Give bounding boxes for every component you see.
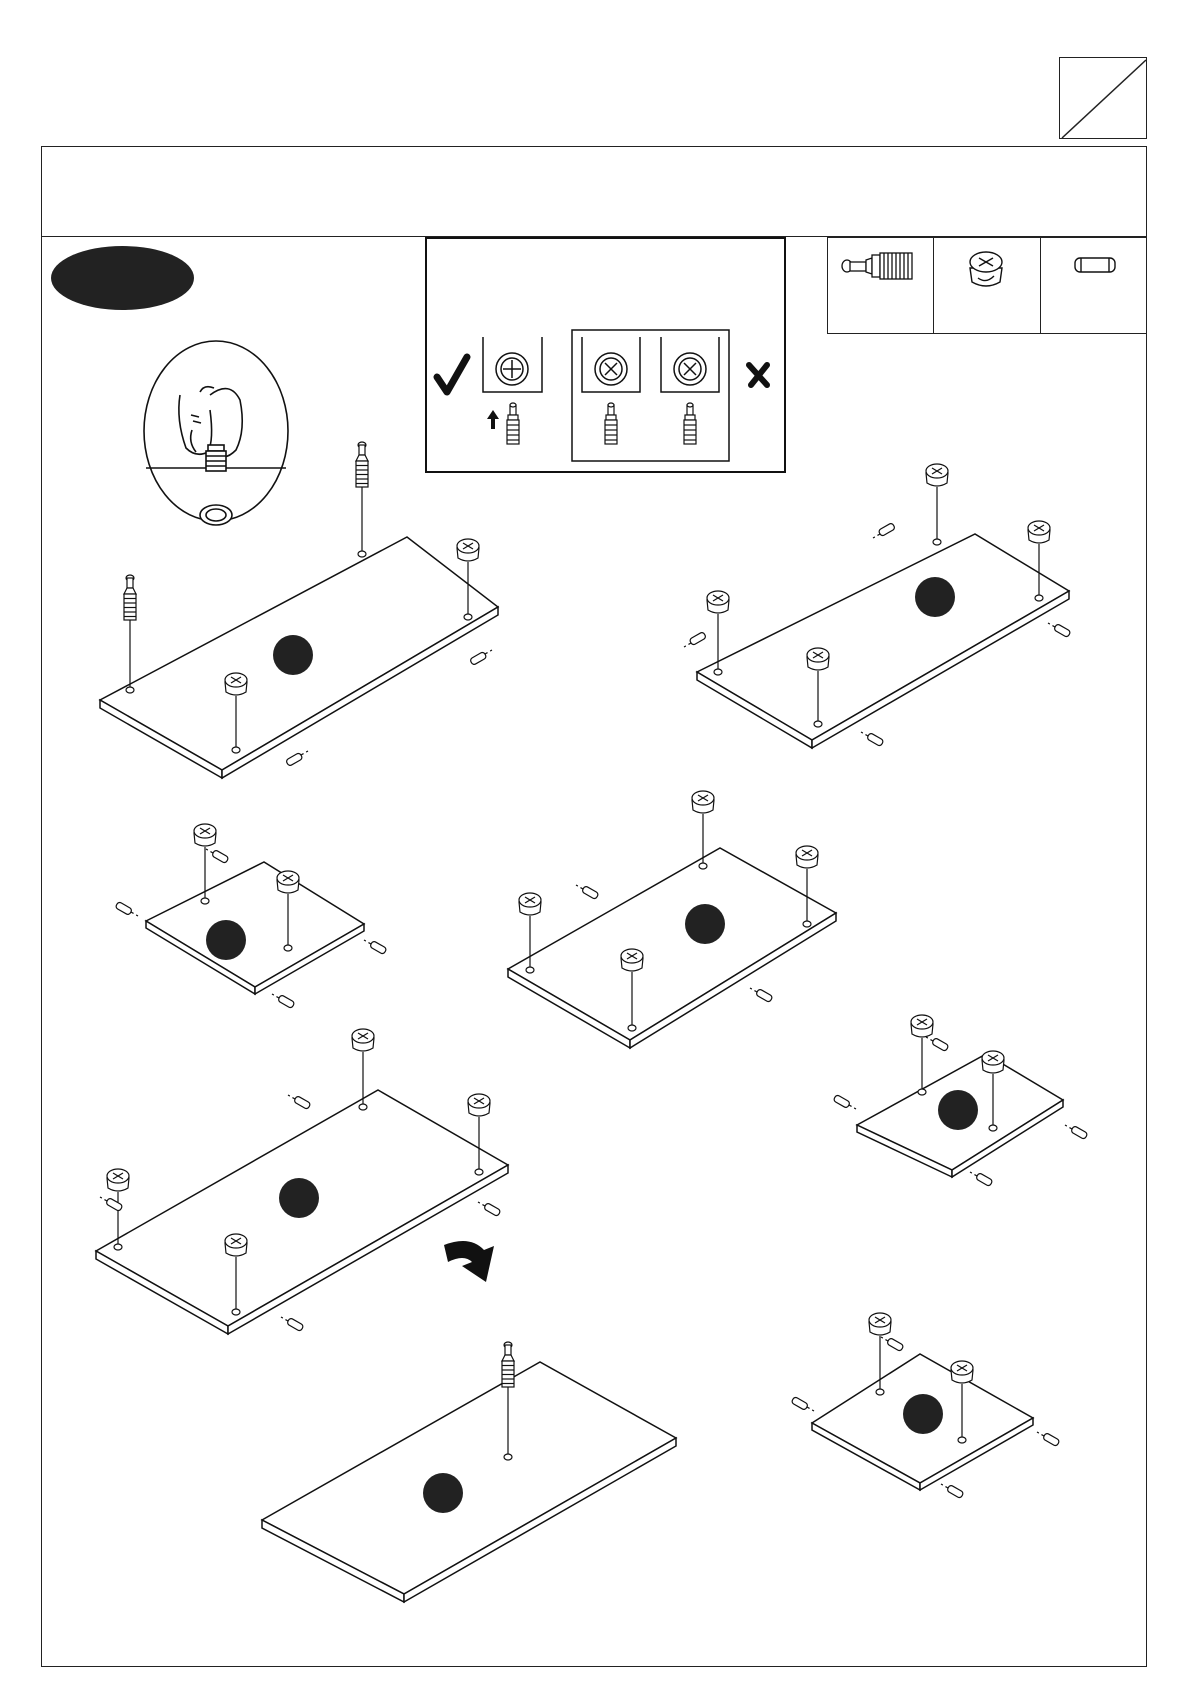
panel-b-label-badge xyxy=(915,577,955,617)
wood-dowel xyxy=(364,940,387,955)
panel-c xyxy=(146,862,364,994)
wood-dowel xyxy=(1048,623,1071,638)
panel-b xyxy=(697,534,1069,748)
wood-dowel xyxy=(281,1317,304,1332)
wood-dowel xyxy=(1037,1432,1060,1447)
wood-dowel xyxy=(576,885,599,900)
wood-dowel xyxy=(873,523,895,538)
wood-dowel xyxy=(470,650,492,665)
wood-dowel xyxy=(881,1337,904,1352)
flip-arrow-icon xyxy=(444,1241,494,1282)
panel-f-label-badge xyxy=(279,1178,319,1218)
panel-f xyxy=(96,1090,508,1334)
panel-e-label-badge xyxy=(938,1090,978,1130)
wood-dowel xyxy=(286,751,308,766)
panel-a xyxy=(100,537,498,778)
wood-dowel xyxy=(970,1172,993,1187)
cam-lock xyxy=(911,1015,933,1095)
wood-dowel xyxy=(861,732,884,747)
wood-dowel xyxy=(1065,1125,1088,1140)
wood-dowel xyxy=(115,901,138,916)
wood-dowel xyxy=(941,1484,964,1499)
wood-dowel xyxy=(100,1197,123,1212)
cam-lock xyxy=(926,464,948,545)
panel-d xyxy=(508,848,836,1048)
cam-bolt xyxy=(356,442,368,557)
wood-dowel xyxy=(750,988,773,1003)
wood-dowel xyxy=(478,1202,501,1217)
hand-insert-detail-icon xyxy=(144,341,288,525)
panel-h xyxy=(812,1354,1033,1490)
wood-dowel xyxy=(791,1396,814,1411)
wood-dowel xyxy=(684,632,706,647)
panel-d-label-badge xyxy=(685,904,725,944)
cam-bolt xyxy=(124,575,136,693)
panel-a-label-badge xyxy=(273,635,313,675)
wood-dowel xyxy=(288,1095,311,1110)
panel-e xyxy=(857,1054,1063,1177)
panel-h-label-badge xyxy=(903,1394,943,1434)
wood-dowel xyxy=(926,1037,949,1052)
wood-dowel xyxy=(833,1094,856,1109)
panel-g-label-badge xyxy=(423,1473,463,1513)
panel-g xyxy=(262,1362,676,1602)
panel-c-label-badge xyxy=(206,920,246,960)
wood-dowel xyxy=(272,994,295,1009)
wood-dowel xyxy=(206,849,229,864)
